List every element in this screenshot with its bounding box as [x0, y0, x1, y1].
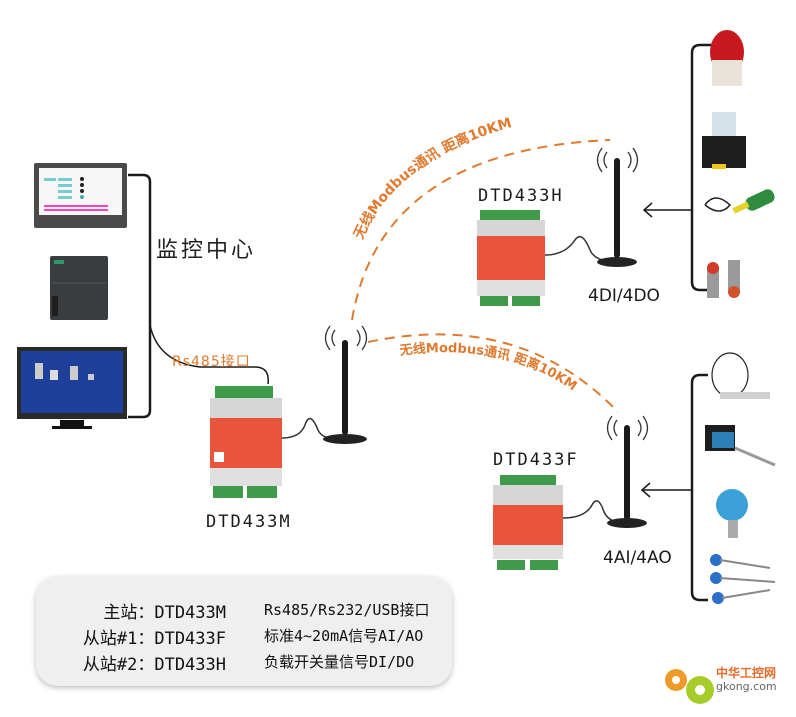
monitoring-bracket [128, 173, 152, 419]
master-device-name: DTD433M [206, 512, 292, 532]
scada-monitor [17, 347, 127, 429]
legend-row-slave2-left: 从站#2：DTD433H [82, 655, 226, 675]
signal-wave-icon-h [596, 147, 639, 173]
monitoring-center-label: 监控中心 [156, 238, 257, 263]
relay-icon [702, 112, 746, 169]
slave-f-device [493, 475, 563, 570]
hmi-panel [34, 163, 127, 228]
warning-light-icon [710, 30, 744, 86]
link-label-f: 无线Modbus通讯 距离10KM [398, 341, 579, 395]
temperature-probe-icon [711, 352, 770, 399]
rs485-interface-label: Rs485接口 [172, 354, 251, 370]
plc-unit [50, 256, 108, 320]
slave-f-io-label: 4AI/4AO [603, 548, 672, 568]
wireless-link-f [367, 333, 619, 413]
wireless-link-h [351, 139, 611, 321]
legend-row-master-right: Rs485/Rs232/USB接口 [264, 601, 430, 619]
watermark-cn: 中华工控网 [716, 666, 777, 680]
slave-h-name: DTD433H [478, 186, 564, 206]
master-device [210, 386, 282, 498]
legend-row-slave1-right: 标准4~20mA信号AI/AO [264, 627, 424, 645]
slave-h-antenna [597, 158, 637, 267]
legend-row-slave2-right: 负载开关量信号DI/DO [264, 653, 415, 671]
slave-h-device [477, 210, 545, 306]
slave-f-name: DTD433F [493, 450, 579, 470]
peripherals-bracket-h [690, 43, 715, 292]
legend-row-master-left: 主站：DTD433M [103, 603, 226, 623]
push-button-icon [707, 260, 740, 298]
rs485-cable [149, 324, 269, 385]
master-antenna [323, 340, 367, 444]
slave-h-io-label: 4DI/4DO [588, 286, 660, 306]
signal-wave-icon-master [324, 325, 368, 351]
signal-wave-icon-f [606, 415, 649, 441]
thermocouple-icon [710, 554, 776, 604]
temperature-transmitter-icon [705, 425, 776, 467]
slave-f-antenna [607, 425, 647, 528]
pressure-transmitter-icon [716, 489, 748, 538]
legend-row-slave1-left: 从站#1：DTD433F [82, 629, 226, 649]
watermark-en: gkong.com [716, 680, 777, 693]
watermark-gear-icon [665, 669, 714, 704]
legend-panel: 主站：DTD433M Rs485/Rs232/USB接口 从站#1：DTD433… [36, 576, 452, 686]
float-switch-icon [704, 189, 775, 214]
peripherals-bracket-f [690, 373, 708, 602]
